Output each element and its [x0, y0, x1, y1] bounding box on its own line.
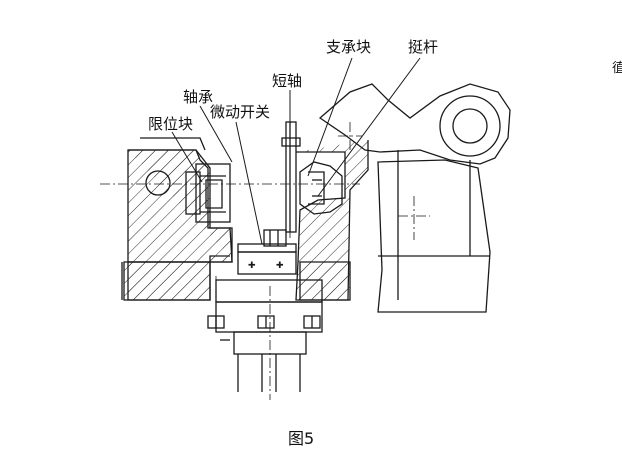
- label-short-shaft: 短轴: [272, 72, 303, 90]
- leader-bearing: [199, 105, 233, 163]
- tappet-eye-outer: [439, 95, 501, 157]
- label-limit-block: 限位块: [148, 115, 194, 133]
- leader-tappet: [317, 57, 421, 197]
- label-micro-switch: 微动开关: [210, 103, 271, 121]
- svg-text:✚: ✚: [248, 261, 256, 271]
- bearing-circle: [145, 170, 171, 196]
- right-body-section: [295, 140, 369, 301]
- cropped-edge-text: 徝: [612, 61, 622, 76]
- support-block: [299, 161, 343, 215]
- bearing-housing: [195, 163, 231, 223]
- leader-micro-switch: [235, 121, 263, 245]
- leader-limit-block: [171, 131, 203, 183]
- svg-text:✚: ✚: [276, 261, 284, 271]
- label-tappet: 挺杆: [408, 38, 439, 56]
- tappet-arm: [318, 83, 511, 165]
- micro-switch: [237, 251, 297, 275]
- leader-support-block: [307, 57, 353, 177]
- short-shaft: [285, 121, 297, 233]
- label-support-block: 支承块: [326, 38, 372, 56]
- tappet-eye-inner: [452, 108, 488, 144]
- label-bearing: 轴承: [183, 88, 214, 106]
- figure-caption: 图5: [288, 429, 315, 448]
- right-pedestal: [377, 159, 491, 313]
